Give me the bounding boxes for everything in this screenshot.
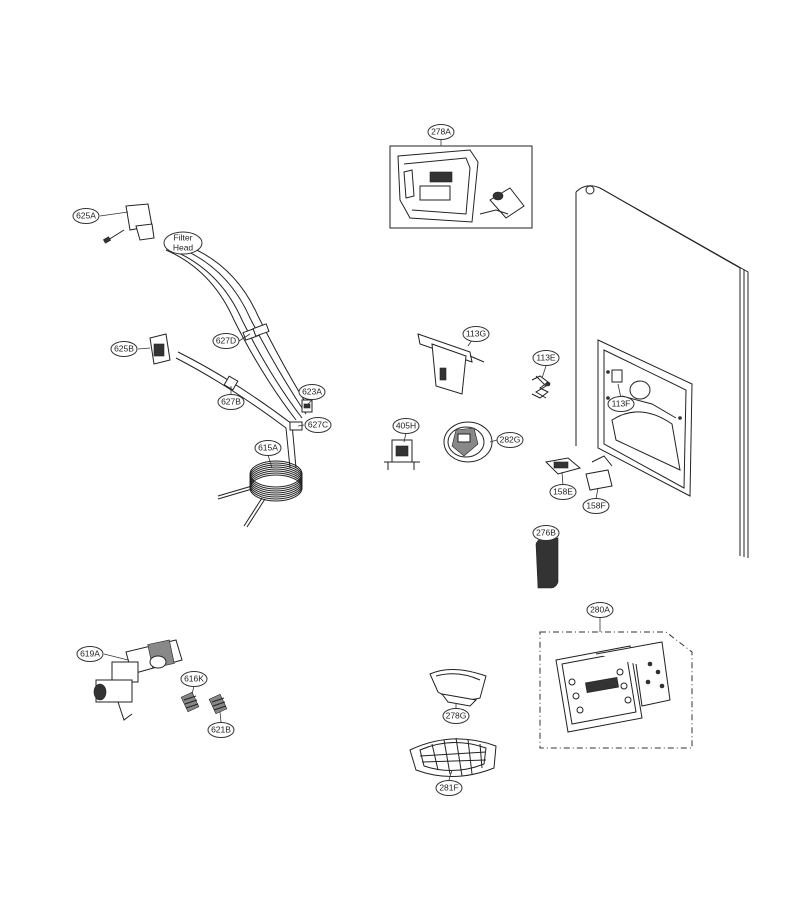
label-113e: 113E bbox=[532, 350, 560, 366]
label-filter-head-line2: Head bbox=[173, 242, 194, 252]
label-278a-text: 278A bbox=[431, 126, 451, 136]
label-621b-text: 621B bbox=[211, 724, 231, 734]
label-405h-text: 405H bbox=[396, 420, 416, 430]
label-282g-text: 282G bbox=[500, 434, 521, 444]
part-405h-solenoid bbox=[384, 439, 420, 470]
part-158f bbox=[585, 455, 613, 491]
part-276b-panel bbox=[535, 537, 559, 589]
label-158e-text: 158E bbox=[553, 486, 573, 496]
label-627d-text: 627D bbox=[216, 335, 236, 345]
label-158f-text: 158F bbox=[586, 500, 605, 510]
part-615a-coil bbox=[217, 460, 303, 528]
label-113g: 113G bbox=[462, 326, 490, 342]
part-278a-housing bbox=[389, 145, 533, 229]
part-278g-funnel bbox=[429, 669, 487, 707]
label-615a-text: 615A bbox=[258, 442, 278, 452]
label-158e: 158E bbox=[549, 484, 577, 500]
label-278a: 278A bbox=[427, 124, 455, 140]
label-627d: 627D bbox=[212, 333, 240, 349]
part-623a-clip bbox=[301, 399, 313, 413]
part-625b bbox=[149, 333, 171, 365]
label-616k: 616K bbox=[180, 671, 208, 687]
part-281f-grille bbox=[409, 737, 497, 777]
part-113e-spring bbox=[531, 375, 551, 399]
label-158f: 158F bbox=[582, 498, 610, 514]
label-615a: 615A bbox=[254, 440, 282, 456]
label-113f-text: 113F bbox=[612, 398, 631, 408]
label-627b: 627B bbox=[217, 394, 245, 410]
label-405h: 405H bbox=[392, 418, 420, 434]
part-627b-tube bbox=[175, 351, 303, 469]
refrigerator-door bbox=[575, 185, 749, 558]
filter-head-tubing bbox=[165, 245, 311, 421]
part-280a-control-panel bbox=[539, 631, 693, 749]
label-113e-text: 113E bbox=[536, 352, 556, 362]
label-625a-text: 625A bbox=[76, 210, 96, 220]
part-625a bbox=[102, 203, 155, 244]
part-621b-fitting bbox=[208, 693, 228, 715]
label-627c: 627C bbox=[304, 417, 332, 433]
label-280a-text: 280A bbox=[590, 604, 610, 614]
label-616k-text: 616K bbox=[184, 673, 204, 683]
label-276b: 276B bbox=[532, 525, 560, 541]
label-276b-text: 276B bbox=[536, 527, 556, 537]
label-281f: 281F bbox=[435, 780, 463, 796]
label-113g-text: 113G bbox=[466, 328, 486, 338]
part-158e bbox=[544, 457, 582, 475]
label-113f: 113F bbox=[607, 396, 635, 412]
part-282g-cover bbox=[443, 421, 493, 463]
label-625b: 625B bbox=[110, 341, 138, 357]
label-627b-text: 627B bbox=[221, 396, 241, 406]
part-619a-valve bbox=[93, 639, 183, 721]
part-616k-fitting bbox=[180, 691, 200, 713]
label-619a: 619A bbox=[76, 646, 104, 662]
label-filter-head-line1: Filter bbox=[174, 232, 193, 242]
part-113g-bracket bbox=[417, 333, 485, 395]
label-625a: 625A bbox=[72, 208, 100, 224]
label-278g-text: 278G bbox=[446, 710, 467, 720]
label-625b-text: 625B bbox=[114, 343, 134, 353]
label-280a: 280A bbox=[586, 602, 614, 618]
label-282g: 282G bbox=[496, 432, 524, 448]
label-281f-text: 281F bbox=[439, 782, 458, 792]
label-627c-text: 627C bbox=[308, 419, 328, 429]
label-278g: 278G bbox=[442, 708, 470, 724]
label-623a: 623A bbox=[298, 384, 326, 400]
label-filter-head: Filter Head bbox=[163, 231, 203, 255]
label-619a-text: 619A bbox=[80, 648, 100, 658]
label-621b: 621B bbox=[207, 722, 235, 738]
label-623a-text: 623A bbox=[302, 386, 322, 396]
